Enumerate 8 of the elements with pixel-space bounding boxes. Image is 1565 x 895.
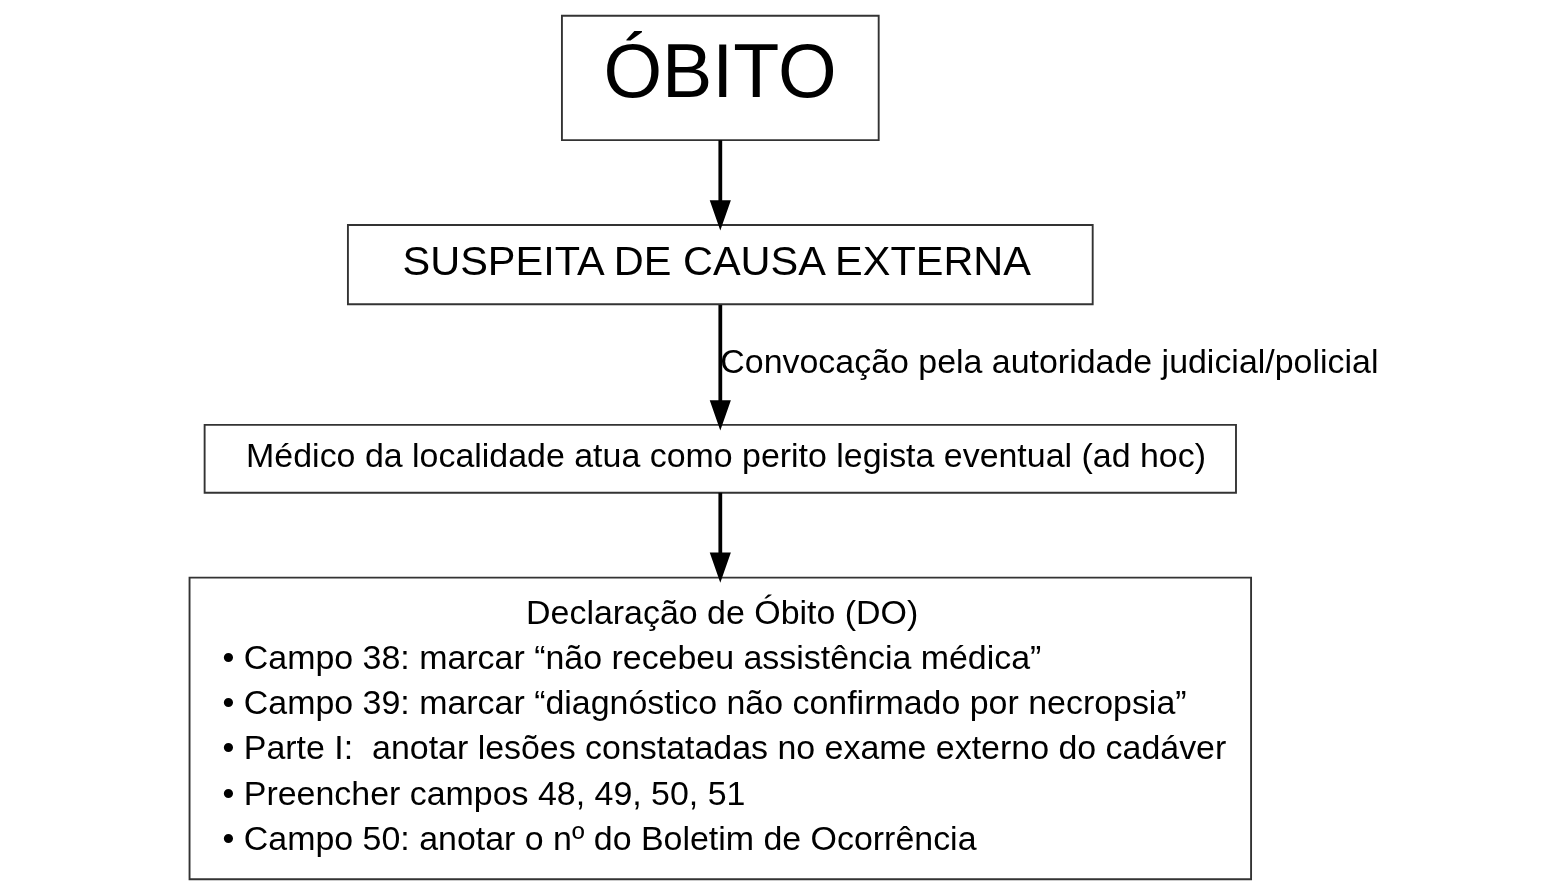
arrow — [709, 305, 731, 431]
node-box: Declaração de Óbito (DO) • Campo 38: marcar “não recebeu assistência médica” • Campo 39: marcar “diagnóstico não confirmado por necropsia” • Parte I: anotar lesões constatadas no exame externo do cadáver • Preencher campos 48, 49, 50, 51 • Campo 50: anotar o nº do Boletim de Ocorrência — [188, 576, 1252, 881]
arrow — [709, 492, 731, 583]
edge-label: Convocação pela autoridade judicial/policial — [719, 341, 1378, 380]
node-box: Médico da localidade atua como perito legista eventual (ad hoc) — [203, 423, 1237, 494]
node-box: SUSPEITA DE CAUSA EXTERNA — [346, 224, 1094, 306]
arrow — [709, 140, 731, 231]
node-box: ÓBITO — [560, 14, 880, 142]
